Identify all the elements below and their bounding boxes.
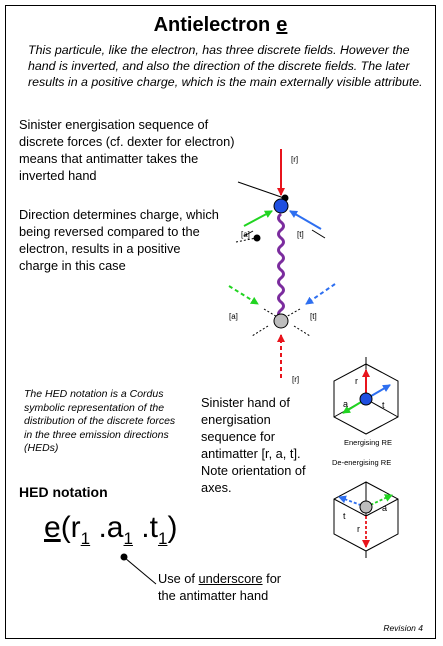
title-symbol: e bbox=[276, 14, 288, 36]
formula-sub-a: 1 bbox=[123, 529, 133, 548]
formula-close: ) bbox=[167, 511, 178, 544]
label-t-lower: [t] bbox=[310, 312, 317, 321]
underscore-leader-line bbox=[124, 557, 157, 585]
leader-dot-direction bbox=[253, 234, 261, 242]
a-tail-upper bbox=[243, 230, 254, 237]
formula-a: .a bbox=[90, 511, 124, 544]
direction-charge-text: Direction determines charge, which being… bbox=[19, 207, 219, 273]
leader-line-upper bbox=[237, 181, 285, 199]
label-r-lower: [r] bbox=[292, 375, 300, 384]
t-dash-lower bbox=[283, 308, 301, 319]
t-tail-lower bbox=[293, 325, 311, 337]
a-tail-lower bbox=[251, 325, 269, 337]
t-tail-upper bbox=[311, 229, 326, 239]
a-arrow-upper bbox=[243, 210, 273, 227]
reactor-lower bbox=[273, 313, 289, 329]
hed-notation-note: The HED notation is a Cordus symbolic re… bbox=[24, 388, 176, 454]
underscore-note-underlined: underscore bbox=[198, 571, 263, 586]
cube-top-label-r: r bbox=[355, 376, 358, 386]
sinister-hand-text: Sinister hand of energisation sequence f… bbox=[201, 395, 306, 495]
cube-top-label-a: a bbox=[343, 399, 349, 409]
revision-label: Revision 4 bbox=[383, 623, 423, 633]
label-a-upper: [a] bbox=[241, 230, 250, 239]
underscore-note-before: Use of bbox=[158, 571, 199, 586]
cube-bottom-label-a: a bbox=[382, 503, 388, 513]
reactor-upper bbox=[273, 198, 289, 214]
cube-bottom-caption: De-energising RE bbox=[332, 458, 392, 467]
title-text: Antielectron bbox=[153, 14, 271, 36]
label-a-lower: [a] bbox=[229, 312, 238, 321]
cube-bottom-label-r: r bbox=[357, 524, 360, 534]
t-arrow-lower bbox=[305, 283, 336, 305]
t-arrow-upper bbox=[289, 210, 322, 230]
cube-top-label-t: t bbox=[382, 400, 385, 410]
underscore-note: Use of underscore for the antimatter han… bbox=[158, 571, 288, 604]
label-t-upper: [t] bbox=[297, 230, 304, 239]
formula-sub-r: 1 bbox=[80, 529, 91, 548]
sinister-sequence-text: Sinister energisation sequence of discre… bbox=[19, 117, 235, 183]
cube-top-caption: Energising RE bbox=[344, 438, 392, 447]
particle-diagram bbox=[120, 149, 399, 585]
formula-t: .t bbox=[132, 511, 158, 544]
energising-cube bbox=[333, 357, 399, 435]
a-arrow-lower bbox=[228, 285, 259, 305]
hed-notation-heading: HED notation bbox=[19, 484, 108, 500]
intro-text: This particule, like the electron, has t… bbox=[28, 43, 423, 89]
de-energising-cube bbox=[333, 481, 399, 558]
fibril bbox=[277, 212, 285, 320]
leader-line-direction bbox=[235, 237, 257, 243]
label-r-upper: [r] bbox=[291, 155, 299, 164]
underscore-note-after: for the antimatter hand bbox=[158, 571, 282, 603]
a-dash-lower bbox=[263, 308, 280, 319]
formula-e: e bbox=[44, 511, 61, 544]
formula-r: (r bbox=[60, 511, 81, 544]
cube-bottom-label-t: t bbox=[343, 511, 346, 521]
formula-sub-t: 1 bbox=[157, 529, 168, 548]
hed-formula: e(r1 .a1 .t1) bbox=[44, 511, 177, 549]
underscore-leader-dot bbox=[120, 553, 128, 561]
